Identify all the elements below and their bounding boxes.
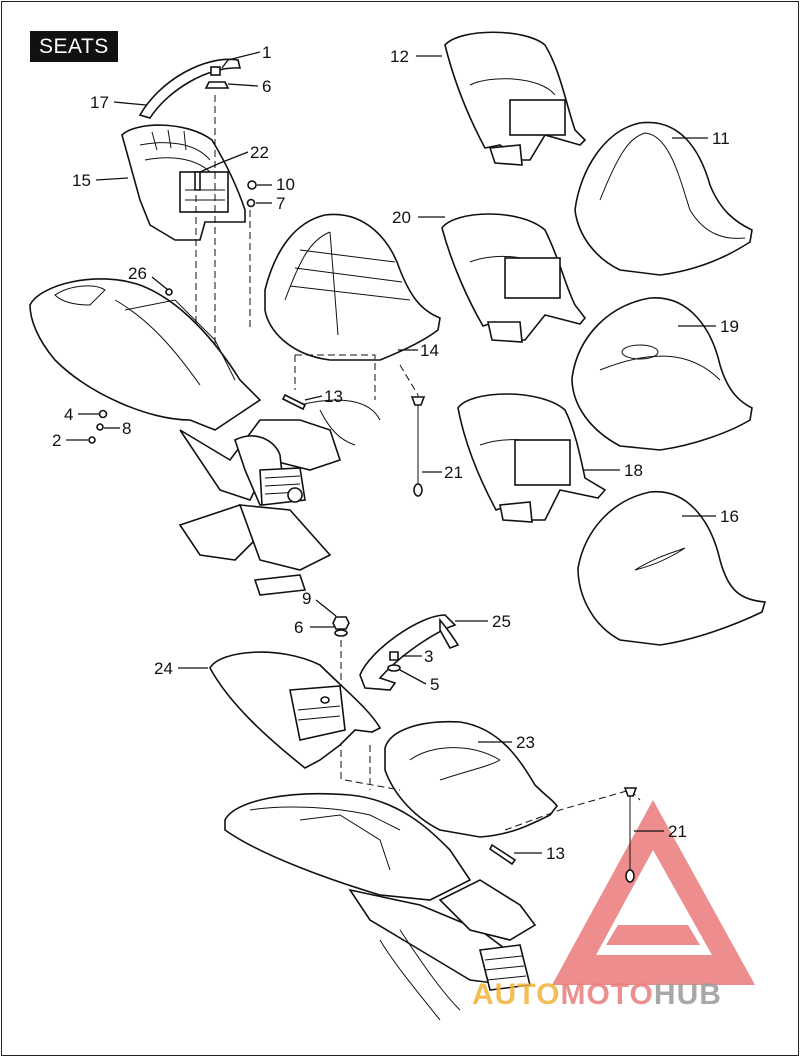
callout-9: 9 — [302, 589, 311, 608]
screw-1 — [204, 66, 230, 89]
callout-8: 8 — [122, 419, 131, 438]
nut-9 — [332, 616, 350, 637]
callout-14: 14 — [420, 341, 439, 360]
callout-20: 20 — [392, 208, 411, 227]
pin-13-bottom — [488, 843, 517, 866]
seat-18 — [457, 393, 607, 523]
cable-21-bottom — [623, 787, 638, 883]
strap-25 — [359, 614, 460, 691]
callout-6-bottom: 6 — [294, 618, 303, 637]
solo-seat-15 — [121, 124, 246, 241]
callout-18: 18 — [624, 461, 643, 480]
rear-fender-frame — [29, 278, 381, 596]
callout-13-top: 13 — [324, 387, 343, 406]
callout-labels: 1 6 17 22 15 10 7 26 4 8 2 13 14 21 12 1… — [52, 43, 739, 863]
watermark-part-auto: AUTO — [472, 978, 560, 1011]
callout-7: 7 — [276, 194, 285, 213]
callout-10: 10 — [276, 175, 295, 194]
callout-17: 17 — [90, 93, 109, 112]
svg-text:AUTOMOTOHUB: AUTOMOTOHUB — [472, 978, 722, 1011]
screw-3-washer-5 — [387, 651, 401, 672]
callout-15: 15 — [72, 171, 91, 190]
seat-11 — [574, 121, 753, 276]
watermark-text: AUTOMOTOHUB — [472, 978, 722, 1011]
watermark-part-moto: MOTO — [560, 978, 653, 1011]
seat-23 — [384, 720, 558, 838]
callout-22: 22 — [250, 143, 269, 162]
seat-16 — [577, 491, 767, 646]
seat-19 — [571, 297, 753, 451]
page-title: SEATS — [30, 31, 118, 62]
callout-24: 24 — [154, 659, 173, 678]
seat-12 — [444, 31, 587, 166]
seat-20 — [441, 213, 587, 343]
callout-25: 25 — [492, 612, 511, 631]
watermark-part-hub: HUB — [654, 978, 722, 1011]
seat-24 — [209, 651, 382, 769]
callout-1: 1 — [262, 43, 271, 62]
fasteners-10-7 — [194, 171, 257, 208]
callout-2: 2 — [52, 431, 61, 450]
callout-5: 5 — [430, 675, 439, 694]
callout-4: 4 — [64, 405, 73, 424]
callout-13-bottom: 13 — [546, 844, 565, 863]
rear-fender-frame-lower — [224, 792, 537, 1021]
callout-6-top: 6 — [262, 77, 271, 96]
callout-11: 11 — [712, 129, 730, 148]
callout-21-bottom: 21 — [668, 822, 687, 841]
cable-21-top — [410, 395, 426, 497]
seat-14 — [264, 213, 441, 361]
callout-12: 12 — [390, 47, 409, 66]
watermark-logo — [552, 800, 755, 985]
leader-lines — [66, 51, 716, 854]
callout-16: 16 — [720, 507, 739, 526]
small-fasteners-left — [88, 288, 173, 444]
callout-21-top: 21 — [444, 463, 463, 482]
callout-23: 23 — [516, 733, 535, 752]
pin-13-top — [281, 393, 307, 411]
strap-17 — [138, 58, 242, 119]
callout-19: 19 — [720, 317, 739, 336]
callout-26: 26 — [128, 264, 147, 283]
callout-3: 3 — [424, 647, 433, 666]
